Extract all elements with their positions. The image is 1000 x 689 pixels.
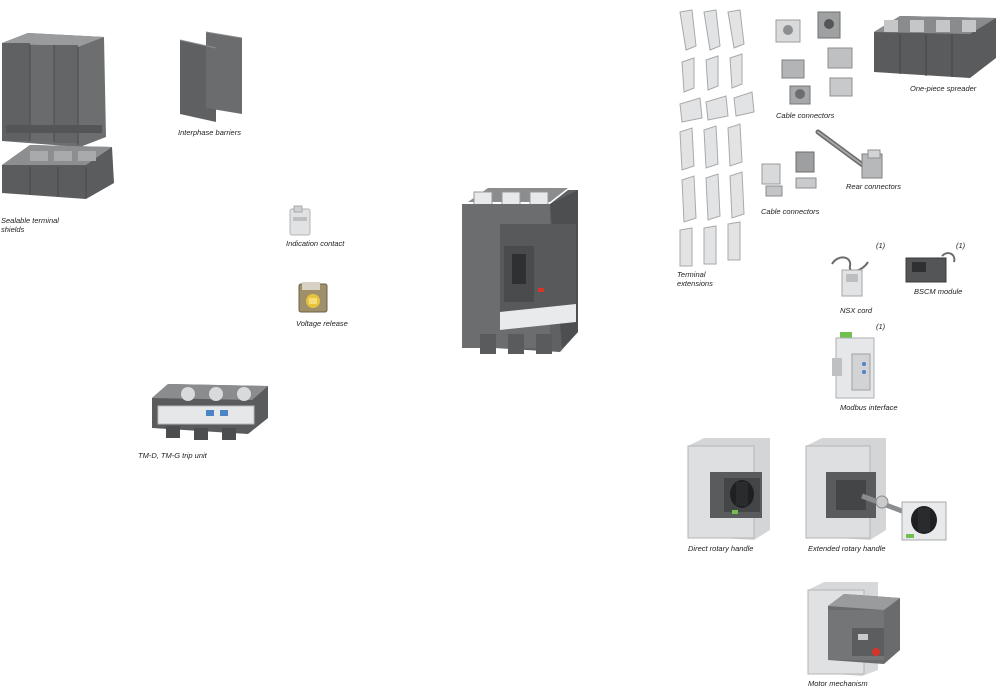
one-piece-spreader-illustration bbox=[870, 12, 998, 82]
indication-contact-label: Indication contact bbox=[286, 239, 345, 248]
modbus-interface-note: (1) bbox=[876, 322, 886, 331]
extended-rotary-handle-illustration bbox=[802, 436, 954, 542]
rear-connectors-illustration bbox=[812, 126, 888, 182]
one-piece-spreader-label: One-piece spreader bbox=[910, 84, 977, 93]
interphase-barriers-illustration bbox=[176, 28, 246, 124]
trip-unit-illustration bbox=[148, 378, 272, 442]
cable-connectors-bottom-label: Cable connectors bbox=[761, 207, 820, 216]
indication-contact-illustration bbox=[288, 205, 314, 237]
bscm-module-illustration bbox=[902, 248, 958, 284]
modbus-interface-illustration bbox=[830, 330, 882, 400]
direct-rotary-handle-label: Direct rotary handle bbox=[688, 544, 754, 553]
extended-rotary-handle-label: Extended rotary handle bbox=[808, 544, 886, 553]
direct-rotary-handle-illustration bbox=[684, 436, 774, 540]
bscm-module-label: BSCM module bbox=[914, 287, 963, 296]
cable-connectors-top-label: Cable connectors bbox=[776, 111, 835, 120]
motor-mechanism-label: Motor mechanism bbox=[808, 679, 868, 688]
bscm-module-note: (1) bbox=[956, 241, 966, 250]
sealable-terminal-shields-illustration bbox=[0, 25, 115, 200]
voltage-release-illustration bbox=[296, 280, 332, 316]
sealable-terminal-shields-label: Sealable terminal shields bbox=[1, 216, 59, 234]
modbus-interface-label: Modbus interface bbox=[840, 403, 898, 412]
interphase-barriers-label: Interphase barriers bbox=[178, 128, 241, 137]
cable-connectors-top-illustration bbox=[772, 10, 858, 108]
cable-connectors-bottom-illustration bbox=[760, 148, 824, 200]
voltage-release-label: Voltage release bbox=[296, 319, 348, 328]
nsx-cord-note: (1) bbox=[876, 241, 886, 250]
terminal-extensions-label: Terminal extensions bbox=[677, 270, 713, 288]
terminal-extensions-illustration bbox=[676, 8, 762, 267]
nsx-cord-illustration bbox=[828, 252, 874, 302]
circuit-breaker-illustration bbox=[458, 184, 590, 356]
rear-connectors-label: Rear connectors bbox=[846, 182, 902, 191]
trip-unit-label: TM-D, TM-G trip unit bbox=[138, 451, 207, 460]
motor-mechanism-illustration bbox=[804, 580, 904, 676]
nsx-cord-label: NSX cord bbox=[840, 306, 873, 315]
